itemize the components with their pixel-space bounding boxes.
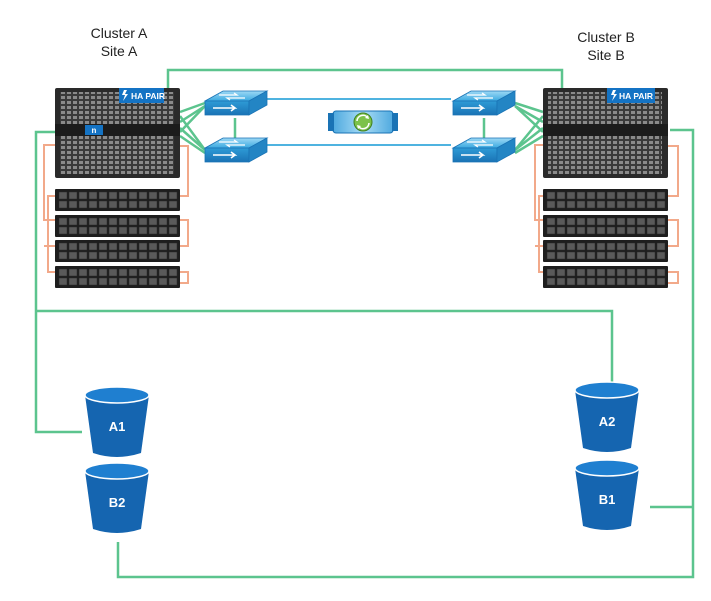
isl-links xyxy=(267,98,451,146)
sync-replication-icon xyxy=(328,110,398,134)
link-cb-sw4-b xyxy=(514,134,544,155)
fc-switch xyxy=(451,90,517,116)
disk-shelves-site-b xyxy=(543,189,668,288)
bucket-b2: B2 xyxy=(84,462,150,533)
controller-cluster-a: n xyxy=(55,88,180,178)
disk-shelf xyxy=(55,266,180,288)
link-cb-sw3-a xyxy=(514,101,544,114)
cluster-b-title: Cluster B Site B xyxy=(536,28,676,64)
disk-shelf xyxy=(543,266,668,288)
bucket-label: A1 xyxy=(109,419,126,434)
link-cb-cross-a xyxy=(514,115,544,151)
bucket-label: A2 xyxy=(599,414,616,429)
fc-switches xyxy=(203,90,517,163)
ha-pair-label-a: HA PAIR xyxy=(131,91,165,101)
bucket-label: B1 xyxy=(599,492,616,507)
link-a1-to-cluster-a xyxy=(34,130,82,434)
disk-shelf xyxy=(55,189,180,211)
disk-shelves-site-a xyxy=(55,189,180,288)
link-ca-cross-a xyxy=(178,115,207,151)
disk-shelf xyxy=(55,215,180,237)
cluster-peer-link xyxy=(166,68,564,88)
site-b-name: Site B xyxy=(587,47,625,63)
link-cb-sw4-a xyxy=(514,127,544,151)
bucket-a1: A1 xyxy=(84,386,150,457)
link-ca-sw1-a xyxy=(179,101,206,114)
disk-shelf xyxy=(543,215,668,237)
fc-switch xyxy=(451,137,517,163)
cluster-a-name: Cluster A xyxy=(90,25,148,41)
ha-pair-badge-a xyxy=(119,88,164,103)
bucket-a2: A2 xyxy=(574,381,640,452)
link-ca-cross-b xyxy=(179,105,206,133)
bucket-b1: B1 xyxy=(574,459,640,530)
lightning-icon xyxy=(122,90,128,101)
lightning-icon xyxy=(611,90,617,101)
site-a-name: Site A xyxy=(100,43,138,59)
ha-pair-label-b: HA PAIR xyxy=(619,91,653,101)
disk-shelf xyxy=(55,240,180,262)
sas-cabling-site-b xyxy=(534,144,679,284)
ha-pair-badge-b xyxy=(607,88,655,103)
svg-text:n: n xyxy=(92,126,97,135)
cluster-b-name: Cluster B xyxy=(577,29,635,45)
disk-shelf xyxy=(543,240,668,262)
netapp-logo-icon xyxy=(85,125,103,135)
fc-switch xyxy=(203,90,269,116)
disk-shelf xyxy=(543,189,668,211)
link-a2-to-cluster-a xyxy=(36,309,614,384)
bucket-label: B2 xyxy=(109,495,126,510)
green-links xyxy=(34,68,695,579)
controller-cluster-b xyxy=(543,88,668,178)
link-cb-cross-b xyxy=(514,105,544,133)
sas-cabling-site-a xyxy=(43,144,189,284)
cluster-a-title: Cluster A Site A xyxy=(49,24,189,60)
fc-switch xyxy=(203,137,269,163)
link-b2-to-cluster-b xyxy=(116,128,695,579)
link-ca-sw2-b xyxy=(179,134,206,155)
